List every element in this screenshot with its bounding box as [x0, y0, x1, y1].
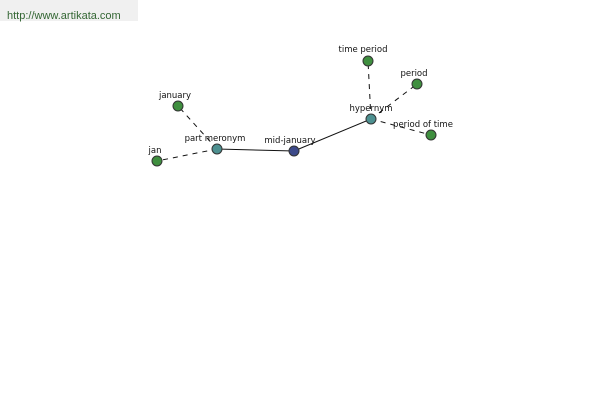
node-time-period-label[interactable]: time period: [339, 45, 388, 55]
url-text[interactable]: http://www.artikata.com: [7, 10, 121, 22]
node-january-label[interactable]: january: [158, 91, 191, 101]
graph-edges: [156, 60, 432, 162]
node-mid-january-label[interactable]: mid-january: [264, 136, 315, 146]
node-period-of-time[interactable]: period of time: [393, 120, 453, 141]
edge-hypernym-period-of-time: [370, 118, 432, 136]
node-time-period-dot[interactable]: [362, 55, 374, 67]
node-mid-january[interactable]: mid-january: [264, 136, 316, 157]
node-hypernym-label[interactable]: hypernym: [349, 104, 392, 114]
node-period-dot[interactable]: [411, 78, 423, 90]
edge-part-meronym-jan: [156, 148, 218, 162]
node-period-of-time-dot[interactable]: [425, 129, 437, 141]
node-hypernym-dot[interactable]: [365, 113, 377, 125]
node-part-meronym-dot[interactable]: [211, 143, 223, 155]
node-mid-january-dot[interactable]: [288, 145, 300, 157]
node-jan-dot[interactable]: [151, 155, 163, 167]
edge-mid-january-hypernym: [293, 118, 372, 152]
node-part-meronym-label[interactable]: part meronym: [185, 134, 246, 144]
node-period[interactable]: period: [400, 69, 428, 90]
node-part-meronym[interactable]: part meronym: [185, 134, 246, 155]
node-jan-label[interactable]: jan: [148, 146, 162, 156]
node-period-of-time-label[interactable]: period of time: [393, 120, 453, 130]
node-period-label[interactable]: period: [400, 69, 427, 79]
url-bar: http://www.artikata.com: [0, 0, 138, 22]
node-jan[interactable]: jan: [148, 146, 163, 167]
graph-nodes: mid-january part meronym hypernym januar…: [148, 45, 453, 167]
node-january-dot[interactable]: [172, 100, 184, 112]
node-january[interactable]: january: [158, 91, 191, 112]
node-time-period[interactable]: time period: [339, 45, 388, 67]
node-hypernym[interactable]: hypernym: [349, 104, 393, 125]
edge-mid-january-part-meronym: [216, 148, 295, 152]
